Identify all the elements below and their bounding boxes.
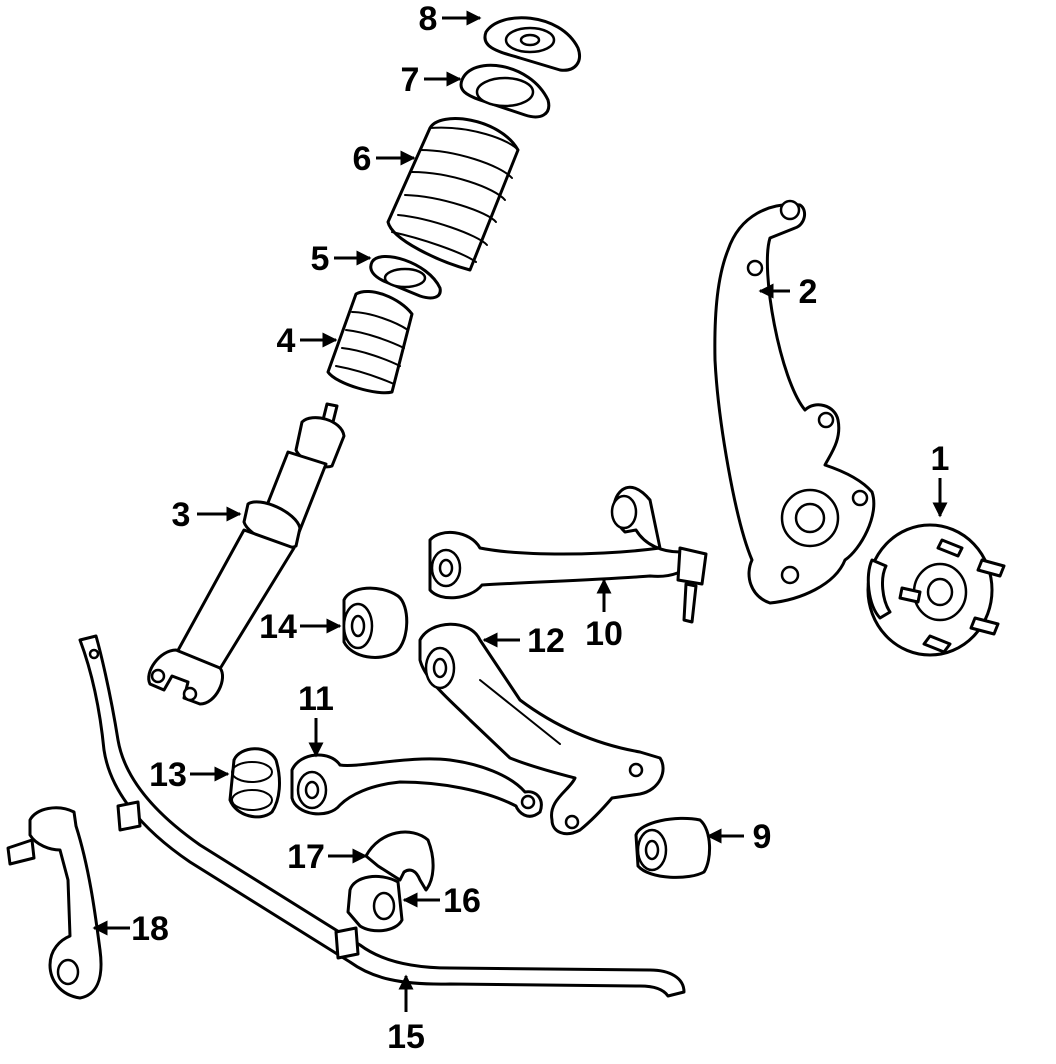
callout-12-label: 12 bbox=[527, 622, 565, 660]
callout-14-label: 14 bbox=[259, 608, 297, 646]
callout-6: 6 bbox=[353, 140, 416, 178]
part-hub-bearing bbox=[866, 523, 1006, 657]
callout-17-label: 17 bbox=[287, 838, 325, 876]
part-bushing-9 bbox=[634, 816, 711, 879]
callout-13-label: 13 bbox=[149, 756, 187, 794]
callout-2-label: 2 bbox=[799, 273, 818, 311]
callout-6-label: 6 bbox=[353, 140, 372, 178]
callout-15: 15 bbox=[387, 974, 425, 1056]
callout-8: 8 bbox=[419, 0, 482, 38]
callout-7: 7 bbox=[401, 61, 462, 99]
part-bushing-13 bbox=[228, 747, 281, 819]
part-stabilizer-bushing bbox=[346, 874, 404, 933]
part-upper-mount bbox=[483, 16, 581, 72]
part-stabilizer-bracket bbox=[364, 830, 435, 892]
callout-18-label: 18 bbox=[131, 910, 169, 948]
callout-10: 10 bbox=[585, 578, 623, 653]
part-strut bbox=[147, 402, 346, 706]
callout-1-label: 1 bbox=[931, 440, 950, 478]
part-tension-strut bbox=[290, 753, 543, 818]
callout-9-label: 9 bbox=[753, 818, 772, 856]
part-lower-control-arm bbox=[418, 622, 665, 836]
callout-11: 11 bbox=[298, 680, 334, 758]
part-coil-spring bbox=[386, 117, 520, 272]
callout-3-label: 3 bbox=[172, 496, 191, 534]
part-knuckle bbox=[713, 199, 876, 605]
callout-7-label: 7 bbox=[401, 61, 420, 99]
callout-11-label: 11 bbox=[298, 680, 334, 718]
callout-5-label: 5 bbox=[311, 240, 330, 278]
callout-16: 16 bbox=[402, 882, 481, 920]
callout-5: 5 bbox=[311, 240, 372, 278]
part-spring-seat bbox=[459, 63, 551, 119]
callout-17: 17 bbox=[287, 838, 368, 876]
callout-2: 2 bbox=[758, 273, 818, 311]
part-stabilizer-link bbox=[6, 806, 103, 1000]
callout-16-label: 16 bbox=[443, 882, 481, 920]
callout-4: 4 bbox=[277, 322, 338, 360]
callout-10-label: 10 bbox=[585, 615, 623, 653]
callout-12: 12 bbox=[482, 622, 565, 660]
part-upper-control-arm bbox=[428, 485, 708, 624]
part-insulator bbox=[369, 255, 442, 300]
callout-18: 18 bbox=[92, 910, 169, 948]
part-stabilizer-bar bbox=[78, 634, 686, 998]
callout-4-label: 4 bbox=[277, 322, 296, 360]
part-dust-boot bbox=[326, 289, 414, 395]
callout-13: 13 bbox=[149, 756, 230, 794]
callout-15-label: 15 bbox=[387, 1018, 425, 1056]
callout-1: 1 bbox=[931, 440, 950, 518]
part-bushing-14 bbox=[342, 586, 409, 659]
callout-8-label: 8 bbox=[419, 0, 438, 38]
callout-9: 9 bbox=[706, 818, 772, 856]
callout-3: 3 bbox=[172, 496, 242, 534]
callout-14: 14 bbox=[259, 608, 342, 646]
